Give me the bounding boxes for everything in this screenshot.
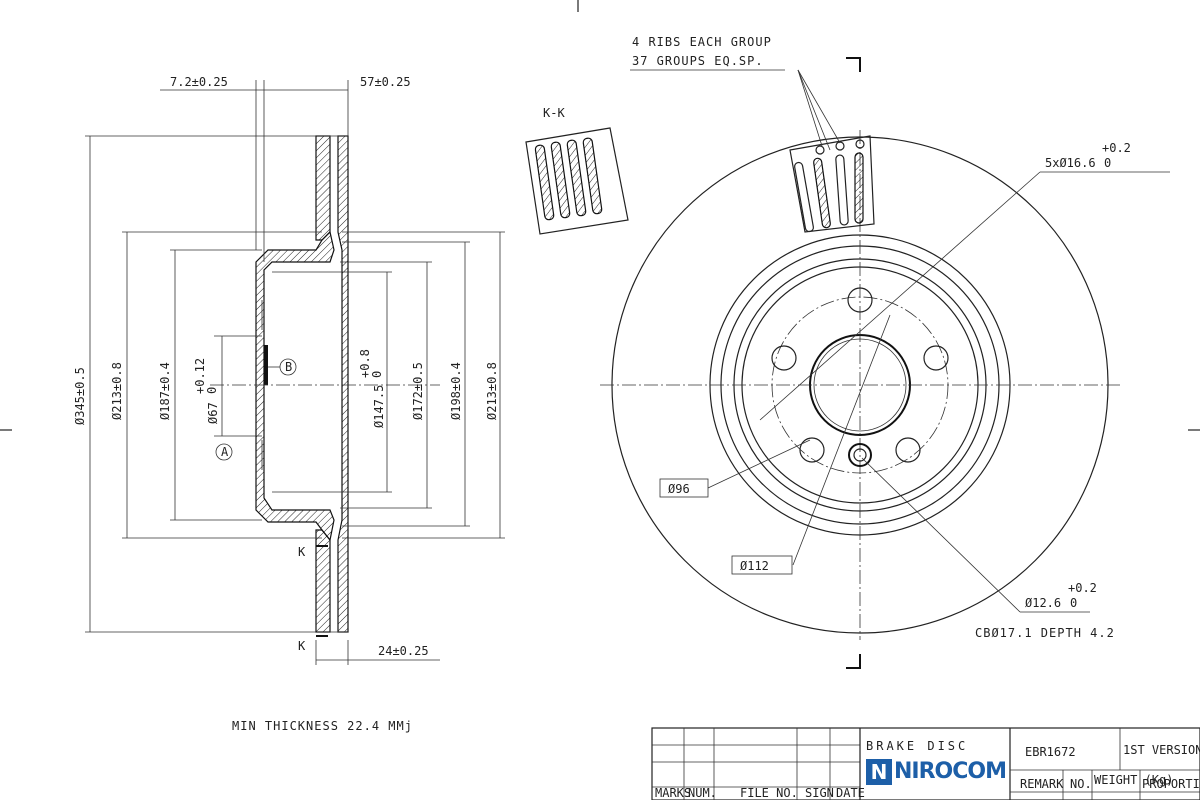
dim-offset: 7.2±0.25 (170, 75, 228, 89)
dim-d67-tol-low: 0 (205, 387, 219, 394)
dim-d12-tol-low: 0 (1070, 596, 1077, 610)
header-date: DATE (836, 786, 865, 800)
ribs-note-line2: 37 GROUPS EQ.SP. (632, 54, 764, 68)
d96-label-box (659, 478, 709, 498)
header-no: NO. (1070, 777, 1092, 791)
kk-section-detail: K-K (525, 106, 629, 235)
front-view-labels: 4 RIBS EACH GROUP 37 GROUPS EQ.SP. 5xØ16… (632, 35, 1131, 640)
dim-d213-left: Ø213±0.8 (110, 362, 124, 420)
header-weight: WEIGHT (Kg) (1094, 773, 1173, 787)
dim-height: 57±0.25 (360, 75, 411, 89)
dim-d213-right: Ø213±0.8 (485, 362, 499, 420)
dim-d198: Ø198±0.4 (449, 362, 463, 420)
dim-d96: Ø96 (668, 482, 690, 496)
side-section-view (85, 80, 505, 665)
drawing-title: BRAKE DISC (866, 739, 968, 753)
dim-d345: Ø345±0.5 (73, 367, 87, 425)
datum-a-label: A (221, 445, 229, 459)
version-label: 1ST VERSION (1123, 743, 1200, 757)
dim-thickness: 24±0.25 (378, 644, 429, 658)
front-view (600, 57, 1170, 669)
header-file-no: FILE NO. (740, 786, 798, 800)
dim-d172: Ø172±0.5 (411, 362, 425, 420)
dim-d67: Ø67 (206, 402, 220, 424)
datum-b-label: B (285, 360, 292, 374)
dim-bolt-tol: +0.2 (1102, 141, 1131, 155)
cb-note: CBØ17.1 DEPTH 4.2 (975, 626, 1115, 640)
bolt-hole (799, 437, 825, 463)
frame-marks (0, 0, 1200, 431)
part-number: EBR1672 (1025, 745, 1076, 759)
dim-d67-tol: +0.12 (193, 358, 207, 394)
dim-bolt-tol-low: 0 (1104, 156, 1111, 170)
header-remark: REMARK (1020, 777, 1064, 791)
locating-hole (848, 443, 872, 467)
nirocom-logo-icon: N (866, 759, 892, 785)
dim-d187: Ø187±0.4 (158, 362, 172, 420)
min-thickness-note: MIN THICKNESS 22.4 MMj (232, 719, 413, 733)
d112-label-box (731, 555, 793, 575)
ribs-note-line1: 4 RIBS EACH GROUP (632, 35, 772, 49)
datum-b-mark (264, 345, 268, 385)
bolt-holes (771, 287, 949, 463)
header-sign: SIGN (805, 786, 834, 800)
header-marks: MARKS (655, 786, 691, 800)
title-block: MARKS NUM. FILE NO. SIGN DATE BRAKE DISC… (651, 727, 1200, 800)
nirocom-watermark: N NIROCOM (866, 758, 1007, 786)
header-proportion: PROPORTION (1142, 777, 1200, 791)
kk-label: K-K (543, 106, 565, 120)
dim-d12: Ø12.6 (1025, 596, 1061, 610)
header-num: NUM. (688, 786, 717, 800)
bolt-hole (923, 345, 949, 371)
bolt-hole (895, 437, 921, 463)
dim-d147-tol-low: 0 (370, 371, 384, 378)
datum-a-circle (215, 443, 233, 461)
dim-d112: Ø112 (740, 559, 769, 573)
k-label-top: K (298, 545, 306, 559)
dim-d12-tol: +0.2 (1068, 581, 1097, 595)
k-label-bottom: K (298, 639, 306, 653)
dim-d147-tol: +0.8 (358, 349, 372, 378)
dim-bolt-holes: 5xØ16.6 (1045, 156, 1096, 170)
side-view-labels: 7.2±0.25 57±0.25 24±0.25 Ø345±0.5 Ø213±0… (73, 75, 499, 733)
bolt-hole (847, 287, 873, 313)
dim-d147: Ø147.5 (372, 385, 386, 428)
nirocom-logo-text: NIROCOM (894, 759, 1007, 784)
bolt-hole (771, 345, 797, 371)
